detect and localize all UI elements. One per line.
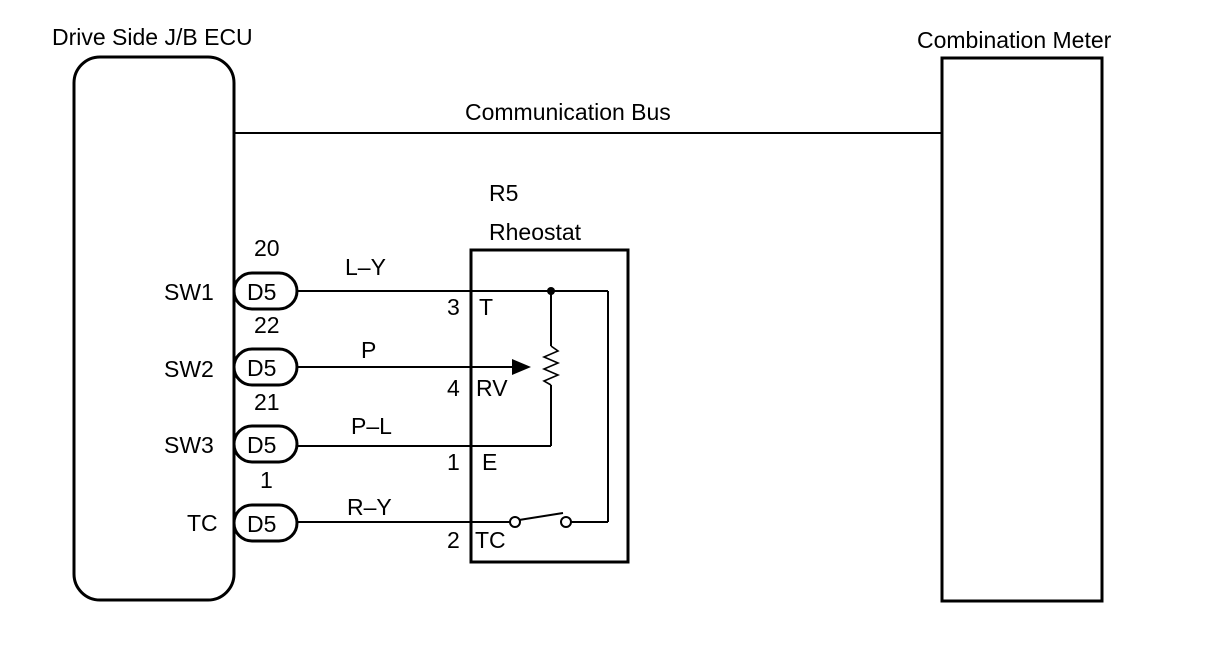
rheo-pin-number-rv: 4 xyxy=(447,375,460,401)
connector-label-sw2: D5 xyxy=(247,355,276,381)
switch-contact-left xyxy=(509,516,521,528)
wiper-arrow xyxy=(512,359,531,375)
connector-sw3 xyxy=(232,424,299,464)
rheo-terminal-tc: TC xyxy=(475,527,506,553)
ecu-block xyxy=(72,55,236,602)
meter-block xyxy=(940,56,1104,603)
ecu-terminal-sw1: SW1 xyxy=(164,279,214,305)
ecu-terminal-sw2: SW2 xyxy=(164,356,214,382)
pin-number-sw3: 21 xyxy=(254,389,280,415)
wire-color-tc: R–Y xyxy=(347,494,392,520)
wire-color-sw2: P xyxy=(361,337,376,363)
rheo-terminal-t: T xyxy=(479,294,493,320)
pin-number-tc: 1 xyxy=(260,467,273,493)
bus-label: Communication Bus xyxy=(465,99,671,125)
rheo-terminal-e: E xyxy=(482,449,497,475)
rheostat-name: Rheostat xyxy=(489,219,582,245)
rheo-pin-number-tc: 2 xyxy=(447,527,460,553)
switch-blade xyxy=(518,512,564,521)
ecu-terminal-sw3: SW3 xyxy=(164,432,214,458)
connector-label-sw1: D5 xyxy=(247,279,276,305)
rheo-pin-number-t: 3 xyxy=(447,294,460,320)
rheo-pin-number-e: 1 xyxy=(447,449,460,475)
pin-number-sw2: 22 xyxy=(254,312,280,338)
ecu-title: Drive Side J/B ECU xyxy=(52,24,253,50)
resistor-symbol xyxy=(541,345,561,386)
rheostat-code: R5 xyxy=(489,180,518,206)
rheo-terminal-rv: RV xyxy=(476,375,508,401)
rheostat-block xyxy=(469,248,630,564)
connector-label-tc: D5 xyxy=(247,511,276,537)
switch-contact-right xyxy=(560,516,572,528)
pin-number-sw1: 20 xyxy=(254,235,280,261)
connector-label-sw3: D5 xyxy=(247,432,276,458)
wire-color-sw3: P–L xyxy=(351,413,392,439)
wire-color-sw1: L–Y xyxy=(345,254,386,280)
ecu-terminal-tc: TC xyxy=(187,510,218,536)
meter-title: Combination Meter xyxy=(917,27,1112,53)
